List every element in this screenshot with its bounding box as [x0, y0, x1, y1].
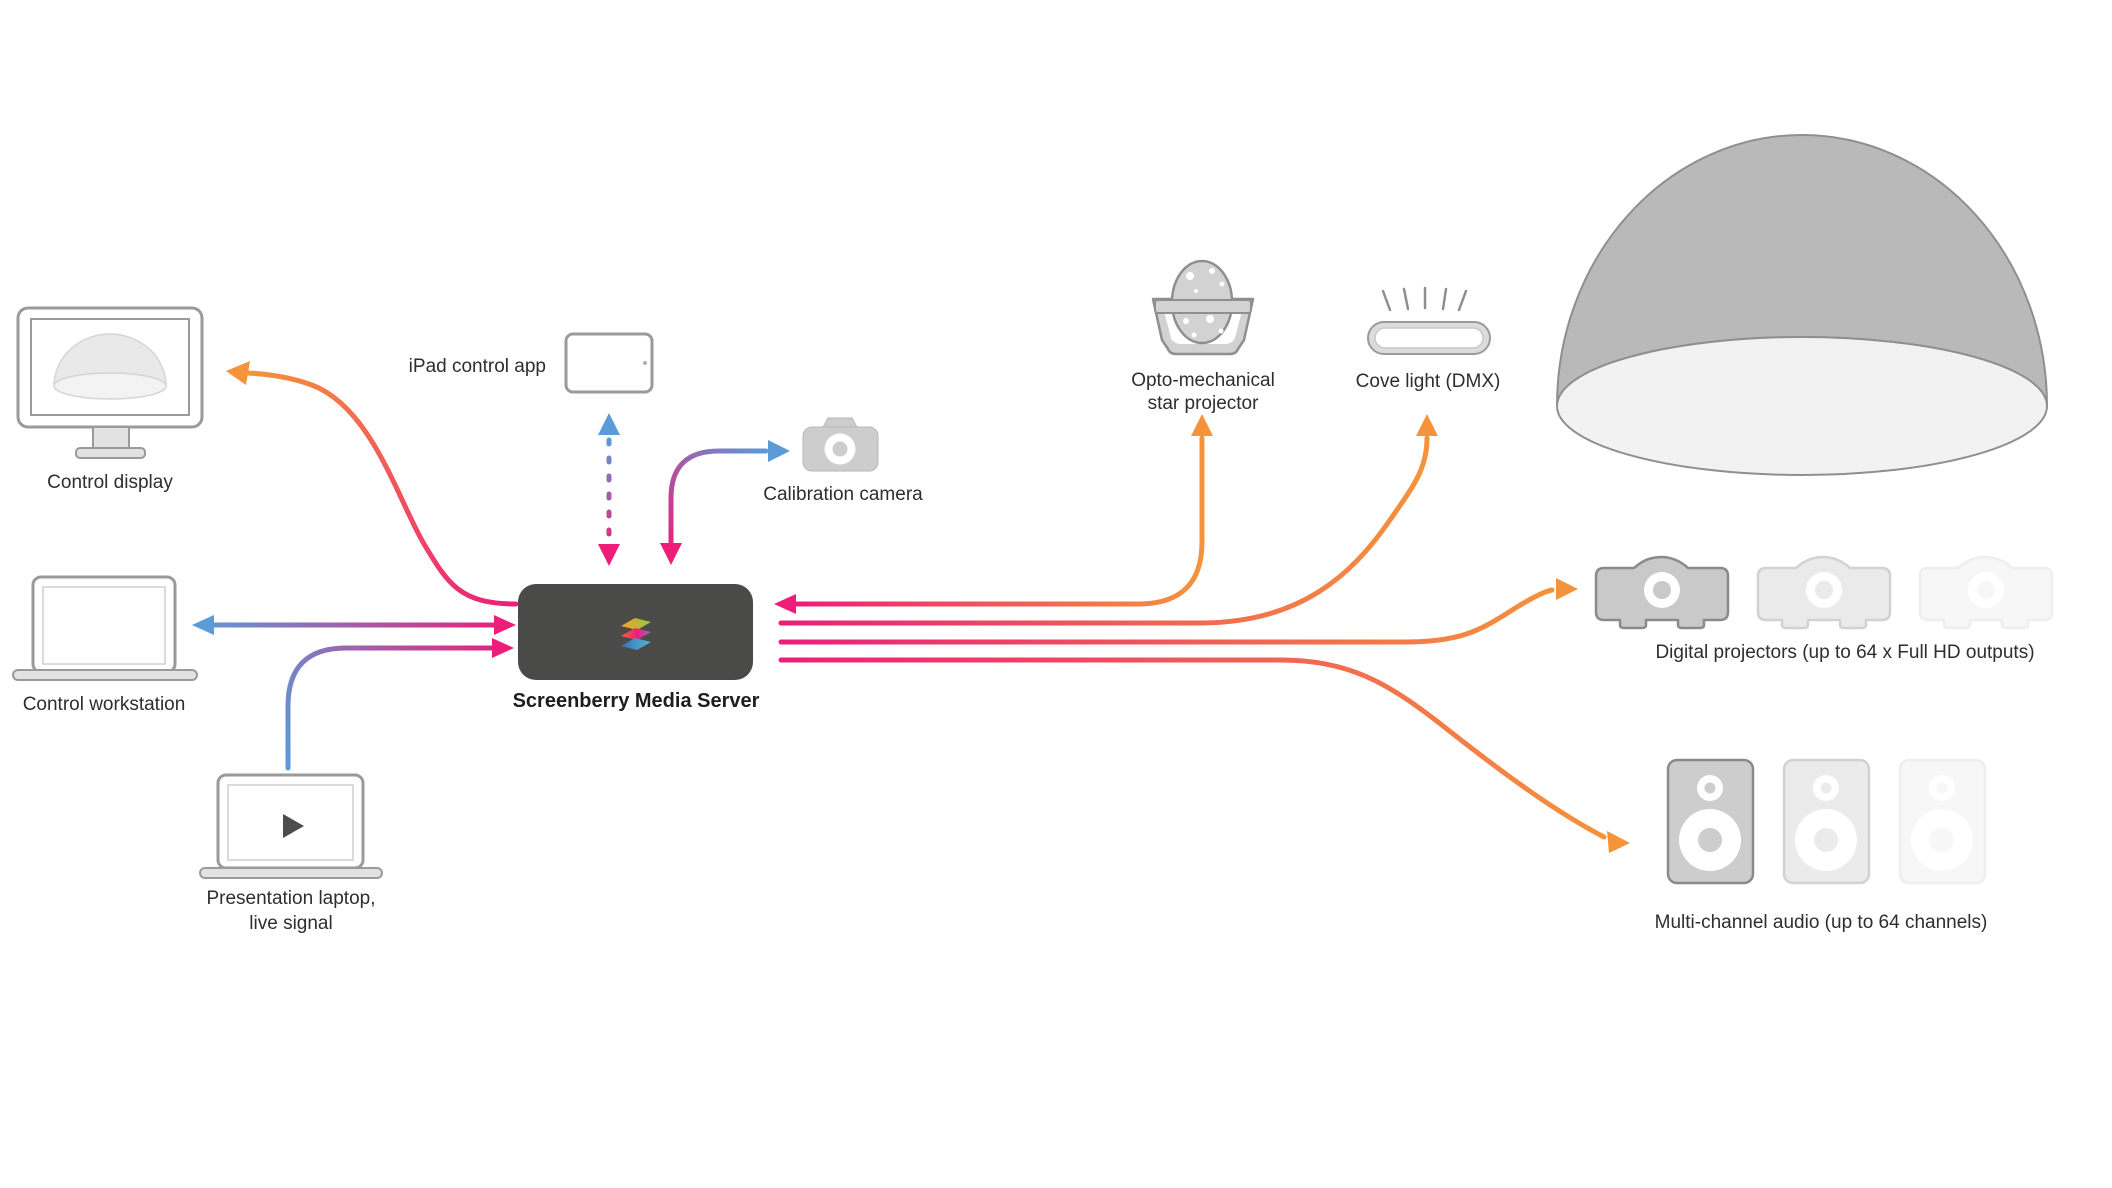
arrowhead-cove-up [1416, 414, 1438, 436]
arrowhead-ipad-down [598, 544, 620, 566]
control-display-icon [16, 306, 204, 459]
screenberry-logo-icon [621, 618, 651, 650]
control-display-label: Control display [47, 472, 173, 493]
calibration-camera-icon [802, 417, 879, 472]
arrowhead-display [226, 361, 250, 385]
digital-projectors-label: Digital projectors (up to 64 x Full HD o… [1655, 642, 2034, 663]
server-node [518, 584, 753, 680]
star-projector-label-line1: Opto-mechanical [1131, 370, 1275, 391]
arrow-server-to-cove [778, 435, 1430, 626]
arrowhead-workstation-right [494, 615, 516, 635]
presentation-laptop-label-line1: Presentation laptop, [206, 888, 375, 909]
arrowhead-ipad-up [598, 413, 620, 435]
projector-icon-3 [1918, 555, 2054, 630]
server-label: Screenberry Media Server [513, 690, 760, 712]
ipad-icon [564, 332, 654, 394]
arrow-laptop-to-server [285, 645, 499, 771]
star-projector-label-line2: star projector [1148, 393, 1260, 414]
arrowhead-audio [1607, 831, 1630, 853]
ipad-label: iPad control app [409, 356, 546, 377]
presentation-laptop-label-line2: live signal [249, 913, 332, 934]
ipad-camera-dot [643, 361, 647, 365]
speaker-icon-3 [1898, 758, 1987, 885]
arrow-server-camera [668, 448, 769, 545]
cove-light-icon [1367, 286, 1491, 355]
presentation-laptop-icon [199, 773, 383, 879]
arrow-server-to-audio [778, 657, 1607, 840]
star-dots [1183, 268, 1225, 338]
digital-projectors-icons [1594, 555, 2054, 630]
multichannel-audio-label: Multi-channel audio (up to 64 channels) [1655, 912, 1988, 933]
arrowhead-projectors [1556, 578, 1578, 600]
dome-icon [1556, 134, 2048, 476]
projector-icon-2 [1756, 555, 1892, 630]
arrowhead-workstation-left [192, 615, 214, 635]
speaker-icon-1 [1666, 758, 1755, 885]
cove-light-label: Cove light (DMX) [1356, 371, 1501, 392]
arrowhead-star-up [1191, 414, 1213, 436]
arrow-server-star-projector [793, 435, 1205, 607]
projector-icon-1 [1594, 555, 1730, 630]
display-dome-thumbnail [53, 333, 167, 400]
star-projector-icon [1151, 259, 1255, 356]
control-workstation-label: Control workstation [23, 694, 186, 715]
speaker-icon-2 [1782, 758, 1871, 885]
calibration-camera-label: Calibration camera [763, 484, 923, 505]
control-workstation-icon [12, 575, 198, 681]
arrowhead-camera-down [660, 543, 682, 565]
arrowhead-star-left [774, 594, 796, 614]
arrow-server-to-display [245, 370, 519, 607]
speaker-icons [1666, 758, 1987, 885]
connectors [192, 361, 1630, 853]
arrow-server-to-projectors [778, 587, 1555, 645]
arrowhead-laptop [492, 638, 514, 658]
play-icon [283, 814, 304, 838]
arrowhead-camera-right [768, 440, 790, 462]
cove-light-rays [1381, 286, 1468, 312]
